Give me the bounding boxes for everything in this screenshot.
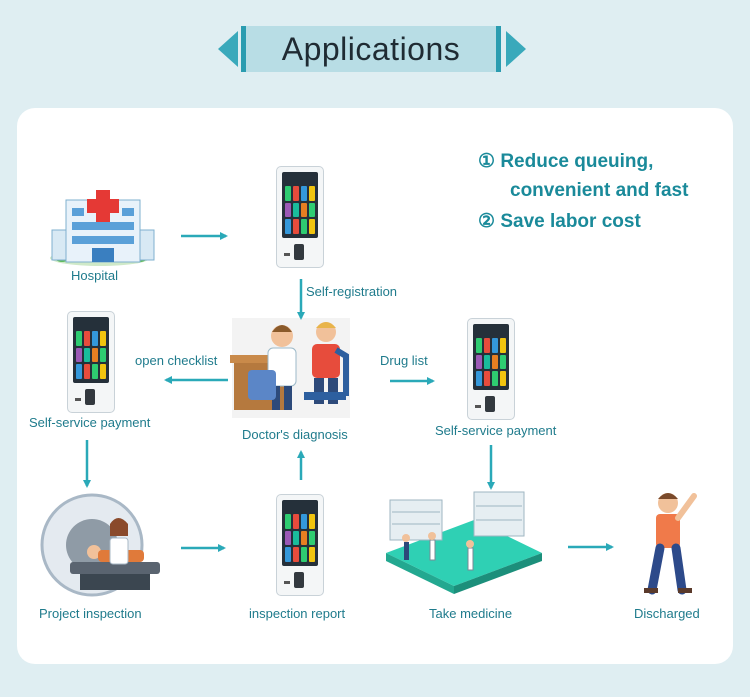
label-doctors-diagnosis: Doctor's diagnosis: [242, 427, 348, 442]
benefit-2: ② Save labor cost: [478, 210, 641, 233]
benefit-1-text-cont: convenient and fast: [510, 180, 689, 201]
benefit-1-number: ①: [478, 151, 496, 172]
label-inspection-report: inspection report: [249, 606, 346, 621]
banner: Applications: [241, 26, 501, 72]
label-self-service-payment-right: Self-service payment: [435, 423, 557, 438]
benefit-1-line-1: ① Reduce queuing,: [478, 150, 653, 173]
banner-right-arrow: [506, 31, 526, 67]
label-open-checklist: open checklist: [135, 353, 218, 368]
benefit-1-text: Reduce queuing,: [500, 151, 654, 172]
kiosk-payment-left: [67, 311, 115, 413]
benefit-2-text: Save labor cost: [500, 211, 641, 232]
kiosk-inspection-report: [276, 494, 324, 596]
benefit-2-number: ②: [478, 211, 496, 232]
kiosk-registration: [276, 166, 324, 268]
label-self-registration: Self-registration: [306, 284, 398, 299]
label-hospital: Hospital: [71, 268, 118, 283]
label-take-medicine: Take medicine: [429, 606, 513, 621]
label-self-service-payment-left: Self-service payment: [29, 415, 151, 430]
label-drug-list: Drug list: [380, 353, 428, 368]
banner-left-arrow: [218, 31, 238, 67]
page-title: Applications: [281, 30, 461, 67]
benefit-1-line-2: convenient and fast: [510, 180, 688, 202]
label-discharged: Discharged: [634, 606, 700, 621]
label-project-inspection: Project inspection: [39, 606, 142, 621]
kiosk-payment-right: [467, 318, 515, 420]
